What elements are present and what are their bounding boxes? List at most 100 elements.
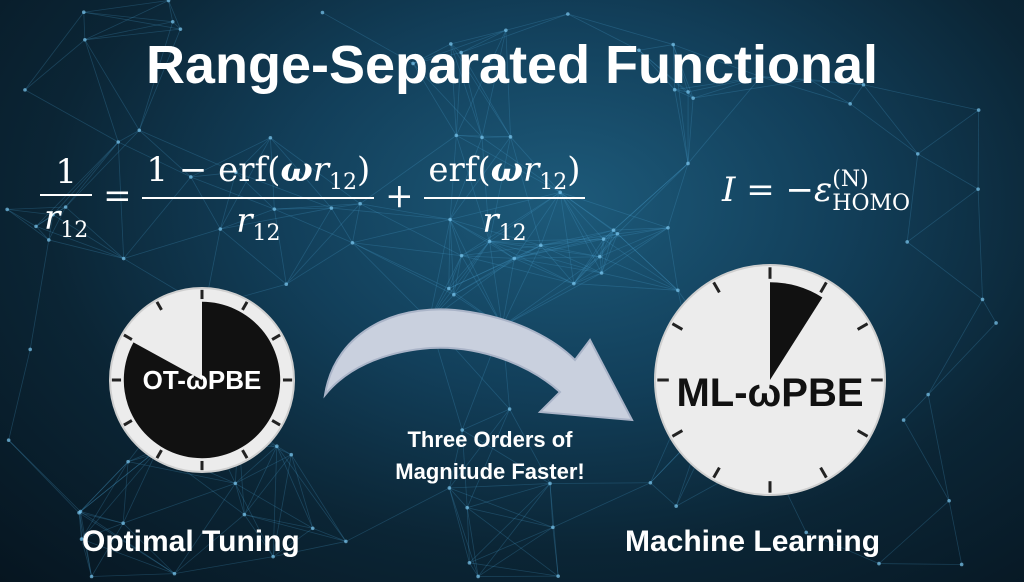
network-line	[599, 233, 618, 257]
network-line	[80, 511, 92, 577]
network-line	[35, 226, 124, 259]
network-line	[449, 135, 457, 220]
network-line	[467, 483, 551, 509]
network-node	[6, 438, 11, 442]
network-node	[459, 50, 463, 55]
network-line	[449, 487, 468, 508]
network-node	[344, 539, 348, 544]
network-node	[350, 240, 355, 245]
network-line	[540, 233, 618, 246]
network-line	[52, 214, 124, 259]
network-node	[759, 74, 763, 79]
network-line	[481, 137, 490, 242]
network-node	[447, 486, 452, 490]
network-line	[244, 454, 292, 515]
network-line	[461, 255, 574, 284]
network-line	[449, 219, 455, 295]
network-line	[453, 258, 515, 296]
network-line	[220, 208, 275, 230]
network-node	[672, 87, 677, 92]
network-line	[809, 79, 851, 105]
network-node	[271, 554, 275, 559]
network-node	[959, 562, 964, 567]
network-node	[686, 90, 690, 94]
network-line	[514, 258, 602, 274]
network-line	[78, 449, 158, 514]
network-line	[455, 30, 507, 136]
network-line	[244, 446, 278, 515]
network-node	[28, 347, 33, 352]
network-line	[917, 109, 979, 155]
network-line	[573, 229, 614, 284]
network-line	[466, 507, 479, 577]
network-node	[46, 238, 51, 242]
network-line	[489, 136, 511, 242]
network-node	[480, 135, 484, 140]
network-line	[687, 98, 694, 164]
network-line	[906, 241, 983, 300]
network-node	[976, 187, 980, 191]
network-node	[454, 133, 459, 138]
network-line	[235, 171, 332, 209]
network-line	[455, 52, 462, 136]
clock-tick	[712, 466, 721, 479]
network-line	[481, 30, 507, 138]
network-line	[449, 408, 510, 489]
network-node	[329, 206, 334, 210]
network-line	[514, 244, 541, 259]
network-line	[8, 439, 81, 512]
network-node	[79, 537, 84, 541]
left-clock-icon: OT-ωPBE	[109, 287, 295, 473]
network-line	[7, 206, 66, 210]
network-line	[274, 203, 361, 210]
clock-tick	[271, 419, 281, 427]
network-node	[877, 561, 881, 566]
network-line	[80, 461, 129, 512]
network-line	[510, 136, 561, 193]
network-line	[322, 12, 414, 64]
network-node	[691, 96, 695, 100]
network-line	[863, 84, 919, 155]
network-node	[121, 521, 125, 526]
network-line	[122, 461, 129, 524]
network-node	[556, 574, 560, 578]
network-line	[466, 408, 510, 508]
network-line	[65, 206, 124, 259]
network-line	[352, 242, 449, 289]
network-line	[449, 137, 483, 220]
network-node	[548, 481, 552, 486]
network-line	[613, 229, 679, 291]
network-line	[514, 238, 604, 259]
network-line	[8, 439, 80, 514]
network-node	[507, 407, 512, 411]
clock-tick	[155, 449, 163, 459]
network-line	[505, 13, 568, 31]
network-line	[977, 110, 980, 190]
network-line	[35, 206, 66, 227]
network-line	[122, 522, 175, 574]
network-line	[906, 153, 919, 242]
network-line	[760, 76, 810, 80]
network-line	[650, 482, 677, 507]
network-line	[235, 445, 278, 484]
network-node	[915, 152, 920, 156]
network-line	[461, 13, 568, 53]
network-line	[903, 419, 950, 501]
network-node	[460, 428, 465, 432]
network-line	[270, 137, 332, 209]
network-node	[272, 207, 277, 211]
network-line	[91, 573, 175, 577]
network-line	[117, 141, 125, 259]
network-line	[65, 130, 140, 208]
network-line	[927, 394, 950, 501]
network-line	[331, 207, 451, 220]
network-line	[489, 240, 602, 274]
network-line	[448, 241, 490, 289]
network-line	[460, 52, 483, 138]
network-line	[123, 228, 221, 259]
network-line	[849, 103, 919, 155]
network-line	[672, 44, 694, 99]
network-line	[235, 483, 313, 529]
network-line	[83, 12, 86, 40]
network-line	[234, 483, 245, 515]
